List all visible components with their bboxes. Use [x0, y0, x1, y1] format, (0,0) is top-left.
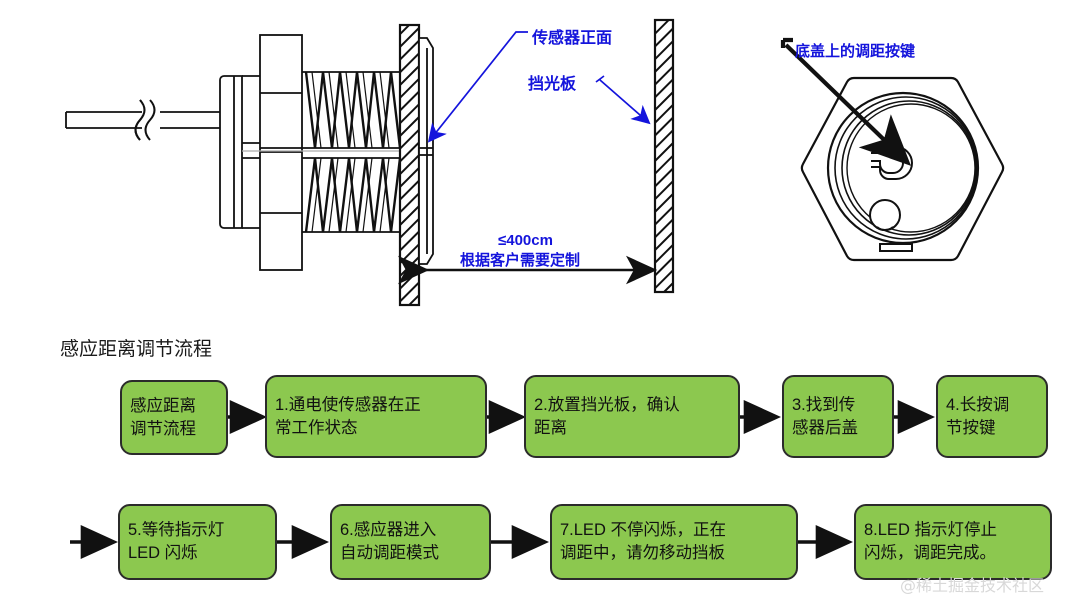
flow-box-step-8-line2: 闪烁，调距完成。	[864, 544, 996, 562]
dimension-note: 根据客户需要定制	[460, 252, 581, 269]
annotation-sensor-face: 传感器正面	[532, 30, 613, 47]
sensor-front-face	[418, 37, 434, 265]
flow-box-step-4-line2: 节按键	[946, 418, 996, 437]
flow-box-step-4-line1: 4.长按调	[946, 395, 1010, 414]
flow-box-step-1-line1: 1.通电使传感器在正	[275, 395, 421, 414]
flow-box-step-6-line1: 6.感应器进入	[340, 521, 437, 540]
flow-box-step-8-line1: 8.LED 指示灯停止	[864, 521, 997, 540]
flow-box-step-2-line1: 2.放置挡光板，确认	[534, 395, 680, 414]
leader-sensor-face	[427, 31, 528, 143]
flow-box-step-5-line1: 5.等待指示灯	[128, 521, 225, 540]
flow-box-step-5-line2: LED 闪烁	[128, 544, 198, 562]
flow-box-step-3-line2: 感器后盖	[792, 418, 858, 437]
flow-box-step-4[interactable]: 4.长按调 节按键	[936, 375, 1048, 458]
sensor-rear-collar	[219, 75, 243, 229]
annotation-button-cap: 底盖上的调距按键	[795, 43, 916, 60]
annotation-leaders	[427, 31, 648, 143]
flow-box-step-2[interactable]: 2.放置挡光板，确认 距离	[524, 375, 740, 458]
flow-box-step-7-line1: 7.LED 不停闪烁，正在	[560, 521, 726, 540]
flow-box-step-7[interactable]: 7.LED 不停闪烁，正在 调距中，请勿移动挡板	[550, 504, 798, 580]
annotation-shield-plate: 挡光板	[528, 76, 577, 93]
flow-box-step-5[interactable]: 5.等待指示灯 LED 闪烁	[118, 504, 277, 580]
mounting-plate	[398, 23, 421, 307]
flow-box-start-line1: 感应距离	[130, 396, 196, 415]
sensor-hex-nut	[242, 34, 303, 271]
flow-box-start[interactable]: 感应距离 调节流程	[120, 380, 228, 455]
flow-box-step-1[interactable]: 1.通电使传感器在正 常工作状态	[265, 375, 487, 458]
flow-box-step-7-line2: 调距中，请勿移动挡板	[560, 544, 725, 562]
flowchart-connectors	[70, 400, 936, 559]
dimension-value: ≤400cm	[498, 232, 553, 249]
flowchart-title: 感应距离调节流程	[60, 339, 213, 360]
flow-box-step-2-line2: 距离	[534, 418, 567, 437]
shield-plate-object	[653, 18, 675, 294]
flow-box-start-line2: 调节流程	[130, 419, 196, 438]
flow-box-step-6-line2: 自动调距模式	[340, 544, 439, 562]
sensor-technical-diagram	[65, 18, 1005, 307]
flow-box-step-8[interactable]: 8.LED 指示灯停止 闪烁，调距完成。	[854, 504, 1052, 580]
button-pointer-leader	[780, 37, 905, 160]
flow-box-step-6[interactable]: 6.感应器进入 自动调距模式	[330, 504, 491, 580]
flow-box-step-3[interactable]: 3.找到传 感器后盖	[782, 375, 894, 458]
flow-box-step-3-line1: 3.找到传	[792, 395, 856, 414]
sensor-cable	[65, 98, 222, 142]
leader-shield	[595, 75, 648, 122]
flow-box-step-1-line2: 常工作状态	[275, 418, 358, 437]
watermark: @稀土掘金技术社区	[900, 576, 1045, 595]
sensor-thread-bottom	[302, 157, 419, 233]
sensor-cross-section	[65, 23, 434, 307]
connector-rear-cap	[800, 76, 1005, 262]
sensor-thread-top	[302, 71, 419, 149]
